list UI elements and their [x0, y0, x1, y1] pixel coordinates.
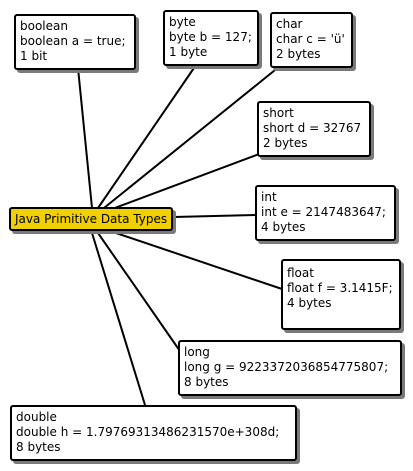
root-label: Java Primitive Data Types [15, 212, 168, 226]
node-char[interactable]: char char c = 'ü' 2 bytes [270, 12, 353, 68]
node-size: 8 bytes [16, 440, 61, 454]
edge-byte [97, 64, 197, 209]
node-declaration: char c = 'ü' [276, 32, 345, 46]
node-declaration: int e = 2147483647; [261, 205, 386, 219]
node-int[interactable]: int int e = 2147483647; 4 bytes [255, 185, 396, 241]
node-float[interactable]: float float f = 3.1415F; 4 bytes [281, 259, 401, 330]
node-size: 2 bytes [276, 47, 321, 61]
node-title: float [287, 266, 314, 280]
node-boolean[interactable]: boolean boolean a = true; 1 bit [14, 14, 136, 70]
edge-int [173, 214, 258, 218]
node-declaration: double h = 1.79769313486231570e+308d; [16, 425, 280, 439]
edge-float [109, 230, 286, 291]
node-size: 1 byte [169, 45, 208, 59]
node-double[interactable]: double double h = 1.79769313486231570e+3… [10, 405, 297, 461]
edge-long [97, 232, 183, 355]
edge-boolean [77, 67, 93, 209]
node-declaration: float f = 3.1415F; [287, 281, 393, 295]
node-declaration: boolean a = true; [20, 34, 126, 48]
node-short[interactable]: short short d = 32767 2 bytes [257, 101, 371, 157]
node-title: boolean [20, 19, 68, 33]
node-title: long [184, 345, 210, 359]
node-size: 1 bit [20, 49, 48, 63]
node-long[interactable]: long long g = 9223372036854775807; 8 byt… [178, 340, 402, 396]
node-title: char [276, 17, 303, 31]
edge-char [103, 65, 281, 209]
node-size: 2 bytes [263, 136, 308, 150]
node-byte[interactable]: byte byte b = 127; 1 byte [163, 10, 259, 66]
node-title: int [261, 190, 277, 204]
edge-short [111, 152, 263, 210]
node-title: byte [169, 15, 196, 29]
node-size: 8 bytes [184, 375, 229, 389]
node-size: 4 bytes [287, 296, 332, 310]
node-declaration: byte b = 127; [169, 30, 252, 44]
node-size: 4 bytes [261, 220, 306, 234]
edge-double [91, 232, 146, 406]
node-title: short [263, 106, 294, 120]
root-node[interactable]: Java Primitive Data Types [9, 207, 174, 231]
node-title: double [16, 410, 57, 424]
node-declaration: short d = 32767 [263, 121, 362, 135]
node-declaration: long g = 9223372036854775807; [184, 360, 389, 374]
